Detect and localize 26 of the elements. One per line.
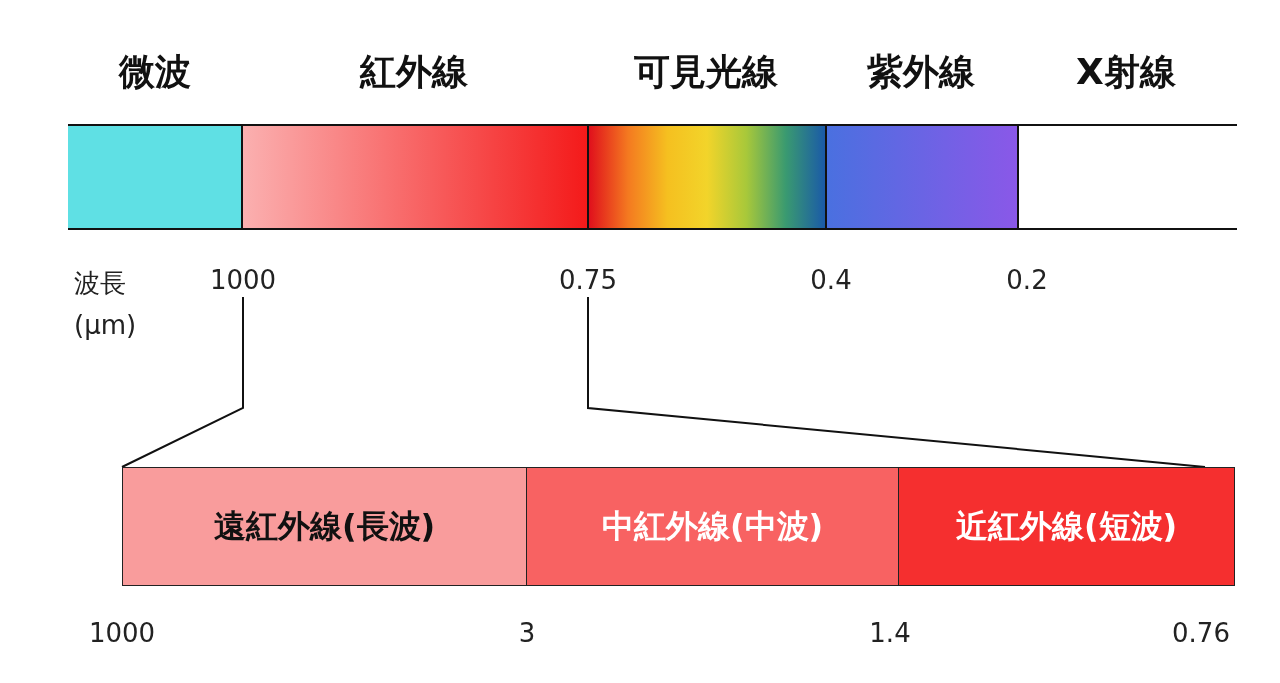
visible-band bbox=[587, 126, 825, 228]
infrared-band bbox=[241, 126, 587, 228]
wavelength-value: 0.76 bbox=[1172, 618, 1230, 648]
near-infrared-band bbox=[899, 467, 1235, 586]
wavelength-value: 1000 bbox=[209, 265, 277, 295]
band-label: 近紅外線(短波) bbox=[955, 505, 1178, 547]
band-heading: 紫外線 bbox=[867, 50, 975, 94]
ultraviolet-band bbox=[825, 126, 1017, 228]
wavelength-value: 0.75 bbox=[559, 265, 617, 295]
far-infrared-band bbox=[122, 467, 527, 586]
band-label: 遠紅外線(長波) bbox=[213, 505, 436, 547]
leader-line bbox=[587, 296, 1206, 468]
band-heading: X射線 bbox=[1076, 50, 1176, 94]
band-label: 中紅外線(中波) bbox=[601, 505, 824, 547]
leader-line bbox=[121, 296, 244, 468]
wavelength-value: 3 bbox=[518, 618, 536, 648]
wavelength-value: 1.4 bbox=[869, 618, 911, 648]
wavelength-value: 0.4 bbox=[810, 265, 852, 295]
band-heading: 可見光線 bbox=[634, 50, 778, 94]
band-heading: 紅外線 bbox=[360, 50, 468, 94]
wavelength-value: 1000 bbox=[88, 618, 156, 648]
axis-label: 波長(µm) bbox=[74, 267, 138, 342]
band-heading: 微波 bbox=[118, 50, 191, 94]
microwave-band bbox=[68, 126, 241, 228]
wavelength-value: 0.2 bbox=[1006, 265, 1048, 295]
mid-infrared-band bbox=[527, 467, 899, 586]
